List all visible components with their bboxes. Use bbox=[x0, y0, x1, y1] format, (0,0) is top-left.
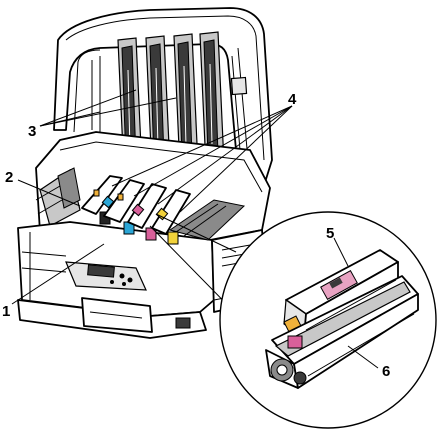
magenta-label bbox=[131, 203, 145, 217]
callout-2: 2 bbox=[5, 169, 13, 186]
cyan-label bbox=[101, 195, 115, 209]
toner-pink-label bbox=[320, 269, 358, 301]
yellow-label bbox=[155, 207, 169, 221]
callout-4: 4 bbox=[288, 91, 297, 108]
callout-3: 3 bbox=[28, 123, 36, 140]
callout-6: 6 bbox=[382, 363, 390, 380]
callout-1: 1 bbox=[2, 303, 10, 320]
image-drum-cartridge-illustration bbox=[265, 249, 419, 389]
leader-lines bbox=[11, 89, 379, 369]
callout-labels: 1 2 3 4 5 6 bbox=[2, 91, 390, 380]
installed-drums bbox=[81, 175, 246, 245]
callout-5: 5 bbox=[326, 225, 334, 242]
